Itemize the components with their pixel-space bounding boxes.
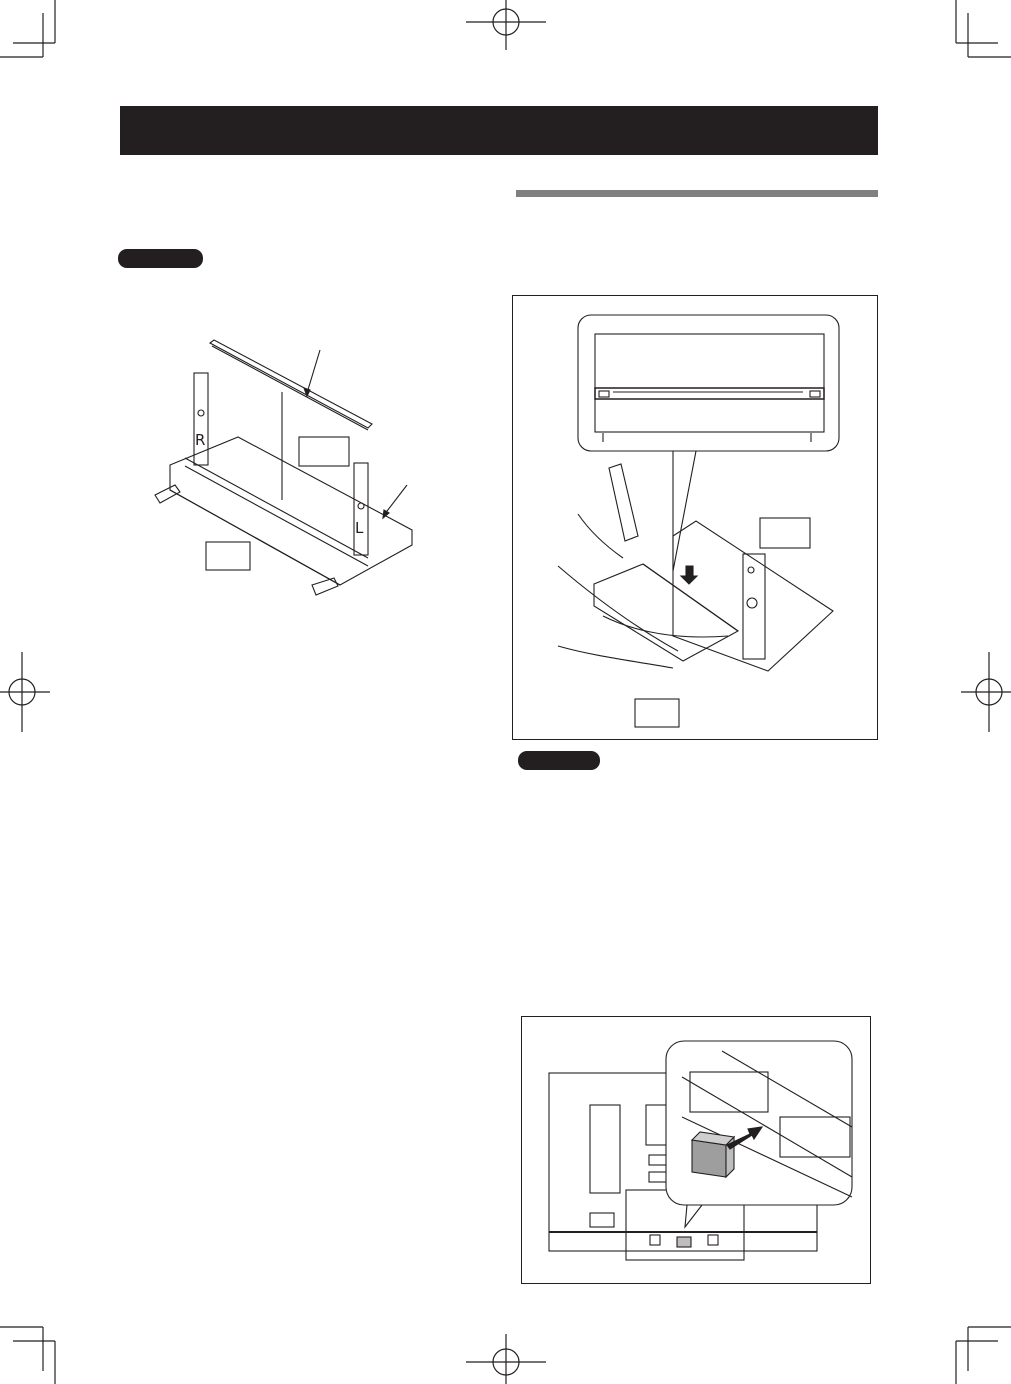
crop-mark-bottom-right [955,1326,1011,1384]
crop-mark-top-left [0,0,56,58]
registration-mark-left [0,652,50,732]
left-post-label: L [355,519,364,537]
registration-mark-top [466,0,546,50]
callout-box [759,517,811,549]
crop-mark-bottom-left [0,1326,56,1384]
note-badge [518,751,600,770]
right-post-label: R [195,431,205,449]
section-rule [516,190,878,197]
note-badge [118,249,203,268]
registration-mark-bottom [466,1334,546,1384]
header-bar [120,106,878,155]
registration-mark-right [961,652,1011,732]
rear-bracket-figure [521,1016,871,1284]
callout-box [205,541,251,571]
callout-box [634,698,680,728]
callout-box [298,436,350,467]
attach-display-figure [512,295,878,740]
crop-mark-top-right [955,0,1011,58]
